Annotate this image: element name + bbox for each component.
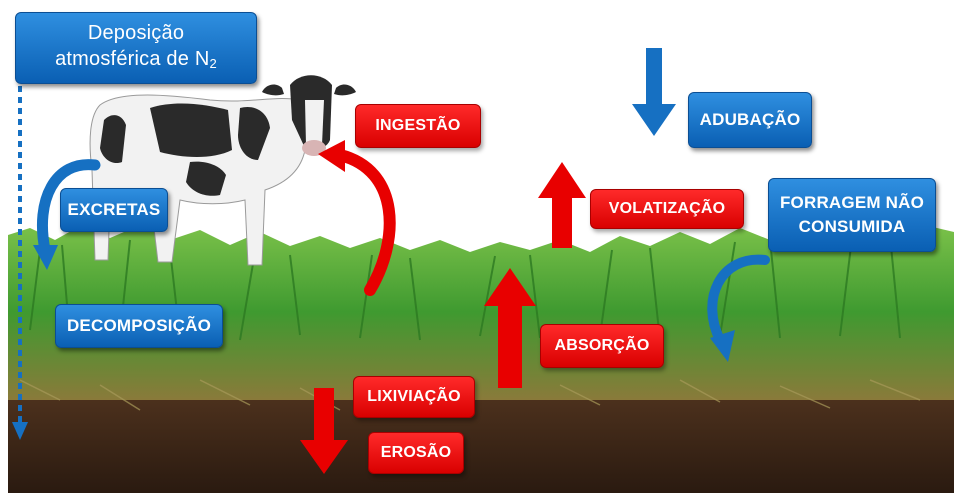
deposition-line1: Deposição [87,21,185,44]
absorption-label: ABSORÇÃO [540,324,664,368]
ingestion-curved-arrow [334,149,396,296]
deposition-line2: atmosférica de N [55,47,210,70]
unconsumed-forage-curved-arrow [707,254,770,345]
ingestion-arrowhead [318,140,345,172]
decomposition-label: DECOMPOSIÇÃO [55,304,223,348]
deposition-arrowhead [12,422,28,440]
grass-blades [29,235,901,341]
deposition-subscript: 2 [209,55,217,71]
volatization-up-arrow [538,162,586,248]
atmospheric-deposition-label: Deposição atmosférica de N2 [15,12,257,84]
ingestion-label: INGESTÃO [355,104,481,148]
leaching-down-arrow [300,388,348,474]
forage-line2: CONSUMIDA [798,217,906,236]
cow [89,75,356,266]
forage-line1: FORRAGEM NÃO [779,193,925,212]
leaching-label: LIXIVIAÇÃO [353,376,475,418]
volatization-label: VOLATIZAÇÃO [590,189,744,229]
unconsumed-forage-label: FORRAGEM NÃO CONSUMIDA [768,178,936,252]
unconsumed-forage-arrowhead [710,330,735,362]
absorption-up-arrow [484,268,536,388]
fertilization-label: ADUBAÇÃO [688,92,812,148]
grass [8,224,954,400]
excretas-curved-arrow [36,159,101,256]
fertilization-down-arrow [632,48,676,136]
excretas-arrowhead [33,245,58,270]
erosion-label: EROSÃO [368,432,464,474]
excretas-label: EXCRETAS [60,188,168,232]
